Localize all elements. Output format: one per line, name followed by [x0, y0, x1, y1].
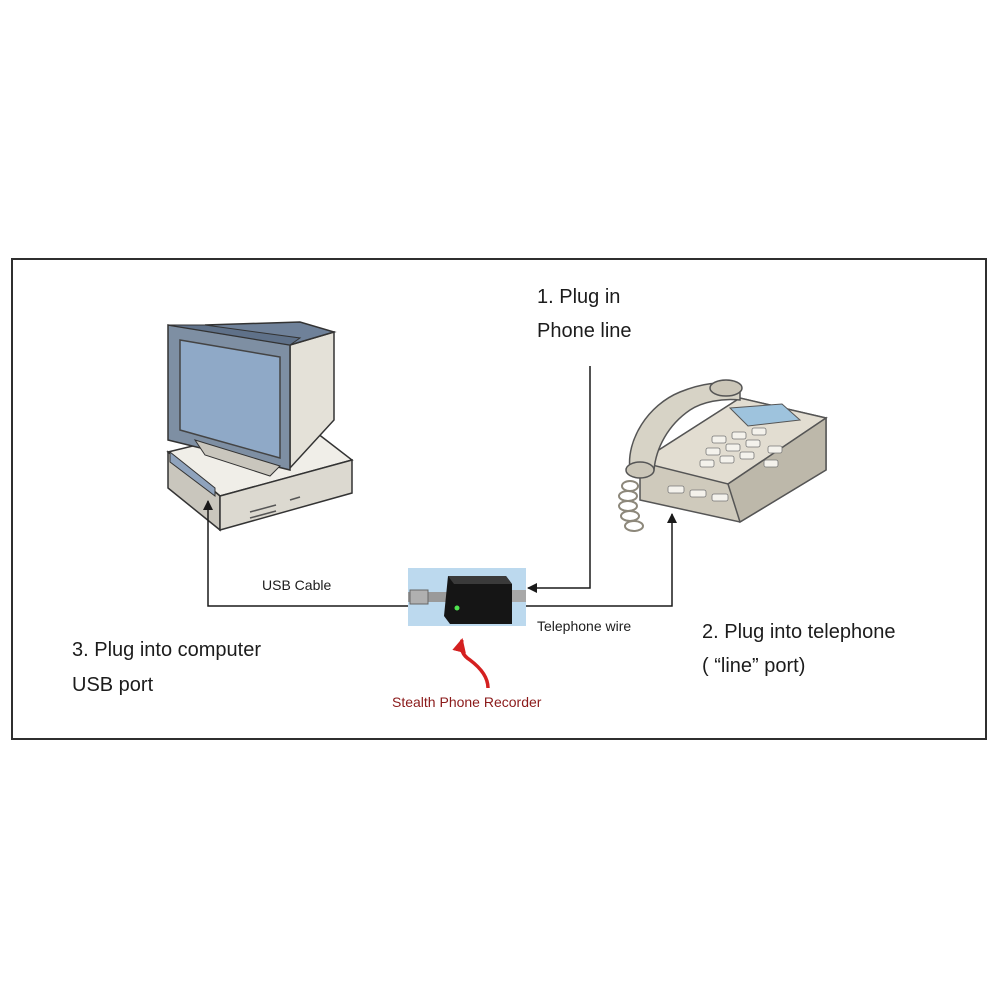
step3-label-line2: USB port [72, 674, 154, 696]
usb-cable-arrow [203, 500, 408, 607]
device-callout-arrow [452, 638, 490, 689]
step1-label-line2: Phone line [537, 320, 632, 342]
step2-label-line2: ( “line” port) [702, 655, 806, 677]
step3-label-line1: 3. Plug into computer [72, 639, 261, 661]
phone-line-arrow [527, 366, 591, 593]
computer-icon [166, 321, 354, 532]
device-name-label: Stealth Phone Recorder [392, 694, 542, 710]
usb-cable-label: USB Cable [262, 577, 332, 593]
recorder-device-icon [408, 568, 526, 626]
step1-label-line1: 1. Plug in [537, 286, 621, 308]
telephone-icon [618, 379, 828, 532]
telephone-wire-arrow [526, 513, 677, 607]
step2-label-line1: 2. Plug into telephone [702, 621, 896, 643]
telephone-wire-label: Telephone wire [537, 618, 632, 634]
connector-lines [203, 366, 677, 607]
